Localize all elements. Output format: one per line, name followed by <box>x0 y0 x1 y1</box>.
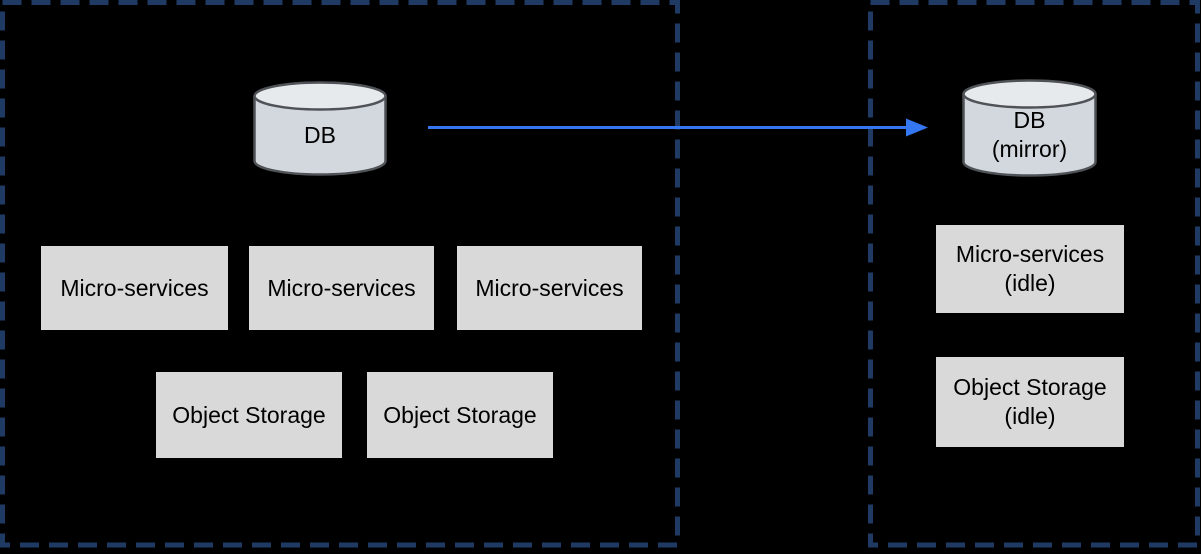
object-storage-box-2: Object Storage <box>367 372 553 458</box>
db-primary-label: DB <box>304 122 336 149</box>
primary-zone-border <box>0 0 680 548</box>
db-mirror-cylinder: DB (mirror) <box>961 78 1098 178</box>
db-primary-cylinder: DB <box>252 80 388 177</box>
mirror-zone-border <box>868 0 1200 548</box>
microservices-box-3: Micro-services <box>457 246 642 330</box>
db-mirror-label: DB (mirror) <box>991 107 1068 162</box>
microservices-idle-box: Micro-services (idle) <box>936 225 1124 313</box>
replication-arrow-head <box>906 118 928 137</box>
object-storage-box-1: Object Storage <box>156 372 342 458</box>
microservices-box-2: Micro-services <box>249 246 434 330</box>
microservices-box-1: Micro-services <box>41 246 228 330</box>
object-storage-idle-box: Object Storage (idle) <box>936 357 1124 447</box>
db-cylinder-icon <box>253 81 387 176</box>
db-cylinder-icon <box>962 79 1097 177</box>
